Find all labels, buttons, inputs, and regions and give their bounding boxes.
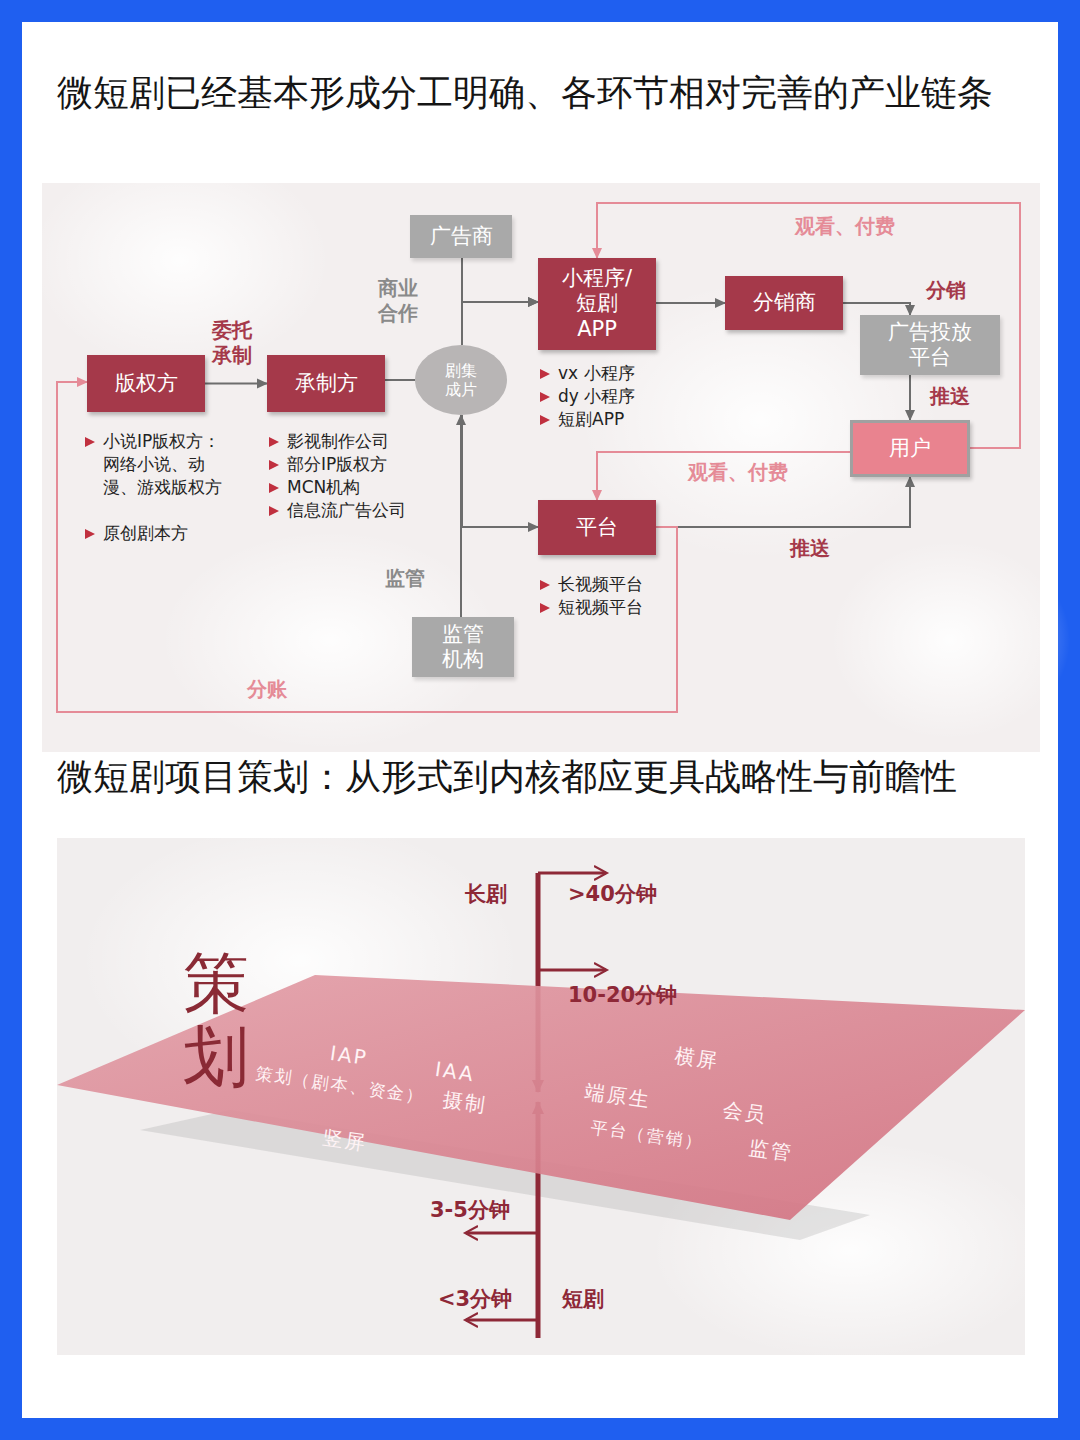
node-text: 版权方 xyxy=(115,371,178,396)
axis-label: >40分钟 xyxy=(568,880,657,908)
node-text: 平台 xyxy=(576,515,618,540)
glow xyxy=(830,540,1070,740)
bullet-item: MCN机构 xyxy=(287,476,360,499)
edge-label: 观看、付费 xyxy=(795,214,895,239)
node-text: 分销商 xyxy=(753,290,816,315)
node-text: 监管 机构 xyxy=(432,622,494,672)
edge-label: 监管 xyxy=(385,566,425,591)
rights-box: 版权方 xyxy=(87,355,205,412)
axis-tick xyxy=(538,872,606,875)
flow-connector xyxy=(597,452,850,500)
bullet-item: 短视频平台 xyxy=(558,596,643,619)
flow-connector xyxy=(656,477,910,527)
node-text: 剧集 成片 xyxy=(441,361,481,399)
axis-label: 长剧 xyxy=(465,880,507,908)
edge-label: 分销 xyxy=(926,278,966,303)
app-box: 小程序/ 短剧 APP xyxy=(538,258,656,350)
user-box: 用户 xyxy=(850,420,970,477)
flow-connector xyxy=(462,258,538,302)
flow-connector xyxy=(909,375,911,420)
flow-connector xyxy=(597,203,1020,448)
distributor-box: 分销商 xyxy=(725,276,843,330)
page-title: 微短剧已经基本形成分工明确、各环节相对完善的产业链条 xyxy=(57,68,1027,118)
platform-box: 平台 xyxy=(538,500,656,555)
episode-circle: 剧集 成片 xyxy=(415,345,507,415)
edge-label: 推送 xyxy=(790,536,830,561)
axis-down xyxy=(536,873,541,1092)
axis-label: 10-20分钟 xyxy=(568,981,677,1009)
edge-label: 推送 xyxy=(930,384,970,409)
edge-label: 分账 xyxy=(247,677,287,702)
bullet-item: dy 小程序 xyxy=(558,385,635,408)
axis-up xyxy=(536,1102,541,1338)
axis-tick xyxy=(466,1232,538,1235)
bullet-item: 短剧APP xyxy=(558,408,624,431)
glow xyxy=(160,530,500,750)
node-text: 广告投放 平台 xyxy=(876,320,984,370)
axis-label: 短剧 xyxy=(562,1285,604,1313)
glow xyxy=(30,150,330,370)
ad-platform-box: 广告投放 平台 xyxy=(860,315,1000,375)
flow-connector xyxy=(462,302,538,345)
bullet-item: vx 小程序 xyxy=(558,362,635,385)
flow-connector xyxy=(385,379,415,381)
bullet-item: 信息流广告公司 xyxy=(287,499,406,522)
flow-connector xyxy=(462,415,538,527)
bullet-item: 长视频平台 xyxy=(558,573,643,596)
flow-connector xyxy=(843,303,910,315)
node-text: 用户 xyxy=(889,436,931,461)
axis-tick xyxy=(538,969,606,972)
node-text: 广告商 xyxy=(430,224,493,249)
axis-label: 3-5分钟 xyxy=(430,1196,510,1224)
regulator-box: 监管 机构 xyxy=(412,617,514,677)
axis-tick xyxy=(466,1319,538,1322)
bullet-item: 影视制作公司 xyxy=(287,430,389,453)
axis-label: <3分钟 xyxy=(438,1285,512,1313)
flow-connector xyxy=(460,415,462,617)
flow-connector xyxy=(205,383,267,385)
bullet-item: 原创剧本方 xyxy=(103,522,188,545)
sponsor-box: 广告商 xyxy=(410,215,512,258)
node-text: 小程序/ 短剧 APP xyxy=(560,266,634,342)
edge-label: 商业 合作 xyxy=(378,276,424,326)
flow-connector xyxy=(57,382,677,712)
node-text: 竖屏 xyxy=(322,1125,369,1155)
node-text: IAP xyxy=(329,1041,370,1070)
calligraphy-mark: 策划 xyxy=(183,948,249,1093)
node-text: 承制方 xyxy=(295,371,358,396)
bullet-item: 部分IP版权方 xyxy=(287,453,387,476)
edge-label: 委托 承制 xyxy=(212,318,258,368)
producer-box: 承制方 xyxy=(267,355,385,412)
section-heading: 微短剧项目策划：从形式到内核都应更具战略性与前瞻性 xyxy=(57,752,1037,802)
bullet-item: 小说IP版权方：网络小说、动漫、游戏版权方 xyxy=(103,430,225,499)
edge-label: 观看、付费 xyxy=(688,460,788,485)
flow-connector xyxy=(656,302,725,304)
